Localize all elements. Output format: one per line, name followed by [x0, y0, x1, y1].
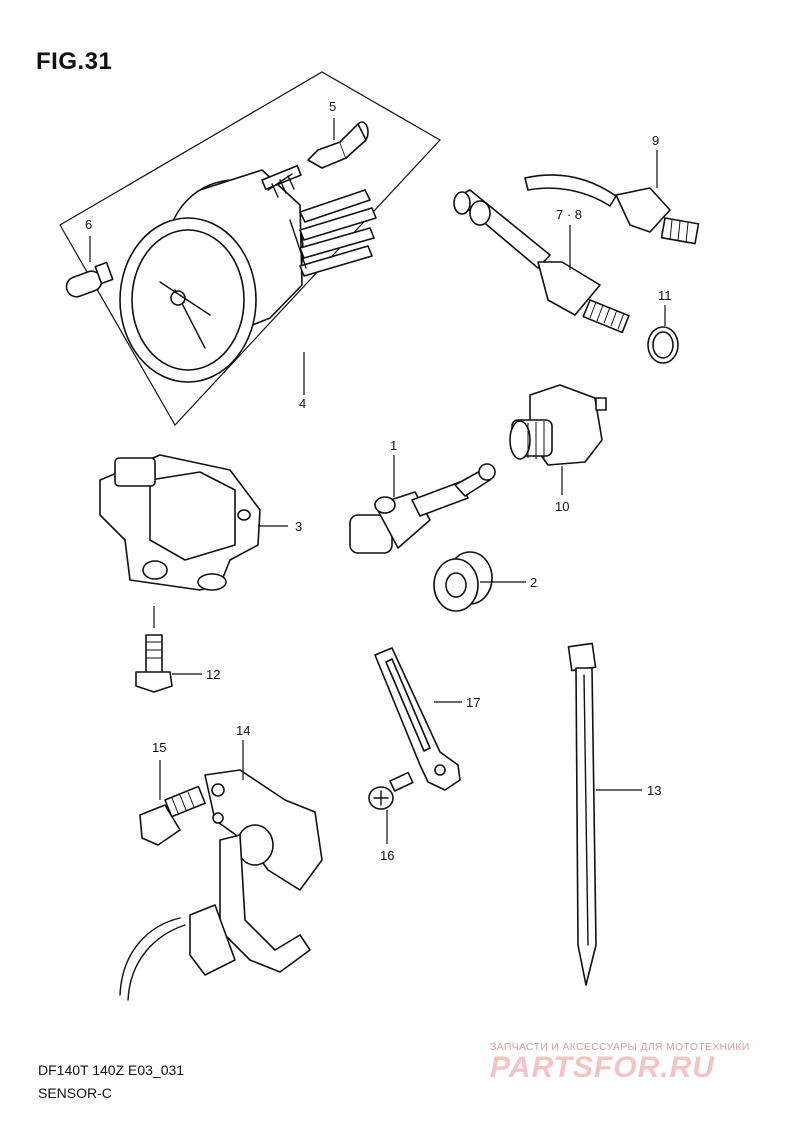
sensor-part-9 [524, 174, 700, 245]
cable-tie-part-13 [567, 642, 597, 986]
watermark-logo: PARTSFOR.RU [490, 1051, 715, 1084]
figure-name: SENSOR-C [38, 1085, 112, 1101]
part-label-14: 14 [236, 723, 250, 738]
screw-part-16 [368, 771, 414, 810]
gauge-part-4 [119, 164, 377, 383]
figure-title: FIG.31 [36, 48, 113, 75]
gauge-assembly-frame [59, 71, 441, 427]
o-ring-part-11 [647, 326, 679, 364]
part-label-16: 16 [380, 848, 394, 863]
part-label-13: 13 [647, 783, 661, 798]
leader-lines [89, 118, 666, 844]
map-sensor-part-3 [99, 454, 261, 591]
bracket-sensor-part-14 [119, 769, 323, 1001]
temp-sender-part-7-8 [453, 189, 630, 334]
part-label-4: 4 [299, 396, 306, 411]
part-label-1: 1 [390, 438, 397, 453]
part-label-3: 3 [295, 519, 302, 534]
watermark-tagline: ЗАПЧАСТИ И АКСЕССУАРЫ ДЛЯ МОТОТЕХНИКИ [490, 1041, 750, 1053]
knock-sensor-part-10 [509, 384, 607, 466]
bolt-part-15 [139, 785, 206, 846]
part-label-17: 17 [466, 695, 480, 710]
part-label-7-8: 7 · 8 [556, 207, 582, 222]
part-label-6: 6 [85, 217, 92, 232]
clamp-strap-part-17 [374, 647, 461, 791]
sensor-part-1 [349, 463, 496, 554]
part-label-2: 2 [530, 575, 537, 590]
part-label-10: 10 [555, 499, 569, 514]
bulb-part-6 [65, 261, 114, 298]
part-label-5: 5 [329, 99, 336, 114]
part-label-9: 9 [652, 133, 659, 148]
grommet-part-2 [433, 551, 493, 612]
bolt-part-12 [135, 634, 173, 693]
part-labels: 1 2 3 4 5 6 7 · 8 9 10 11 12 13 14 15 16… [85, 99, 672, 863]
part-label-12: 12 [206, 667, 220, 682]
figure-code: DF140T 140Z E03_031 [38, 1062, 185, 1078]
bulb-socket-part-5 [307, 121, 369, 169]
part-label-15: 15 [152, 740, 166, 755]
part-label-11: 11 [658, 288, 672, 303]
